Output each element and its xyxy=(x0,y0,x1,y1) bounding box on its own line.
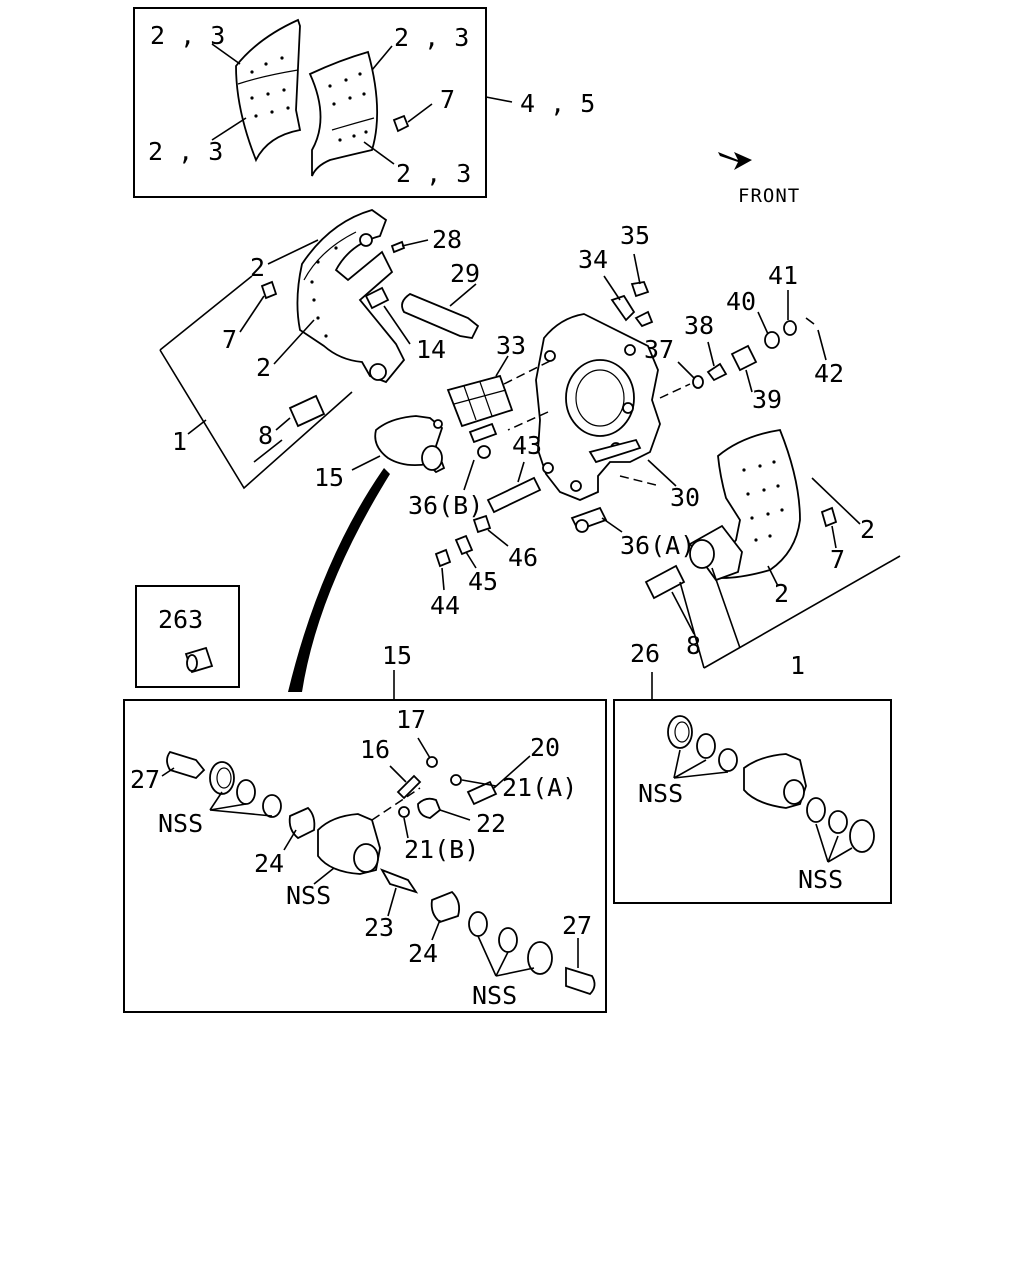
label-38: 38 xyxy=(684,311,714,340)
label-2-right-b: 2 xyxy=(774,579,789,608)
cylinder-kit-box xyxy=(613,699,892,904)
adjuster-hardware xyxy=(659,290,827,399)
label-21b: 21(B) xyxy=(404,835,479,864)
shoe-kit-group xyxy=(133,7,513,198)
cylinder-detail-box xyxy=(123,699,607,1013)
label-39: 39 xyxy=(752,385,782,414)
label-36b: 36(B) xyxy=(408,491,483,520)
label-14: 14 xyxy=(416,335,446,364)
label-23: 23 xyxy=(364,913,394,942)
cylinder-detail-group xyxy=(123,670,607,1013)
label-24-a: 24 xyxy=(254,849,284,878)
label-2-b: 2 xyxy=(256,353,271,382)
label-26: 26 xyxy=(630,639,660,668)
label-33: 33 xyxy=(496,331,526,360)
label-37: 37 xyxy=(644,335,674,364)
label-29: 29 xyxy=(450,259,480,288)
label-46: 46 xyxy=(508,543,538,572)
label-7-kit: 7 xyxy=(440,85,455,114)
label-30: 30 xyxy=(670,483,700,512)
label-8-right: 8 xyxy=(686,631,701,660)
label-27-a: 27 xyxy=(130,765,160,794)
label-2-3-a: 2 , 3 xyxy=(150,21,225,50)
label-28: 28 xyxy=(432,225,462,254)
label-2-3-b: 2 , 3 xyxy=(394,23,469,52)
left-lining-segment xyxy=(235,18,302,163)
label-2-3-c: 2 , 3 xyxy=(148,137,223,166)
label-4-5: 4 , 5 xyxy=(520,89,595,118)
detail-arrow xyxy=(288,468,390,692)
label-7-left: 7 xyxy=(222,325,237,354)
label-nss-e: NSS xyxy=(798,865,843,894)
right-brake-shoe xyxy=(644,428,901,669)
shim-plate xyxy=(446,355,514,428)
label-7-right: 7 xyxy=(830,545,845,574)
part-263-box xyxy=(135,585,240,688)
label-17: 17 xyxy=(396,705,426,734)
label-35: 35 xyxy=(620,221,650,250)
front-label: FRONT xyxy=(738,185,800,207)
label-263: 263 xyxy=(158,605,203,634)
label-42: 42 xyxy=(814,359,844,388)
label-8-left: 8 xyxy=(258,421,273,450)
shoe-kit-box xyxy=(133,7,487,198)
label-16: 16 xyxy=(360,735,390,764)
label-2-right: 2 xyxy=(860,515,875,544)
label-27-b: 27 xyxy=(562,911,592,940)
bracket-34-35 xyxy=(603,253,654,328)
label-40: 40 xyxy=(726,287,756,316)
label-36a: 36(A) xyxy=(620,531,695,560)
label-34: 34 xyxy=(578,245,608,274)
label-nss-a: NSS xyxy=(158,809,203,838)
left-brake-shoe xyxy=(159,209,480,490)
label-22: 22 xyxy=(476,809,506,838)
front-arrow-icon xyxy=(718,152,752,170)
label-45: 45 xyxy=(468,567,498,596)
callout-labels: FRONT 2 , 3 2 , 3 2 , 3 2 , 3 7 4 , 5 2 … xyxy=(130,21,875,1010)
label-44: 44 xyxy=(430,591,460,620)
label-21a: 21(A) xyxy=(502,773,577,802)
label-43: 43 xyxy=(512,431,542,460)
label-20: 20 xyxy=(530,733,560,762)
backing-plate xyxy=(535,313,661,501)
label-nss-b: NSS xyxy=(286,881,331,910)
label-15-top: 15 xyxy=(314,463,344,492)
label-nss-d: NSS xyxy=(638,779,683,808)
label-15-box: 15 xyxy=(382,641,412,670)
label-41: 41 xyxy=(768,261,798,290)
label-24-b: 24 xyxy=(408,939,438,968)
label-1-right: 1 xyxy=(790,651,805,680)
right-lining-segment xyxy=(308,50,379,177)
wheel-cylinder xyxy=(351,415,446,474)
anchor-pins xyxy=(434,422,677,591)
label-2-a: 2 xyxy=(250,253,265,282)
label-1-left: 1 xyxy=(172,427,187,456)
label-2-3-d: 2 , 3 xyxy=(396,159,471,188)
label-nss-c: NSS xyxy=(472,981,517,1010)
part-263-group xyxy=(135,585,240,688)
cylinder-kit-group xyxy=(613,672,892,904)
